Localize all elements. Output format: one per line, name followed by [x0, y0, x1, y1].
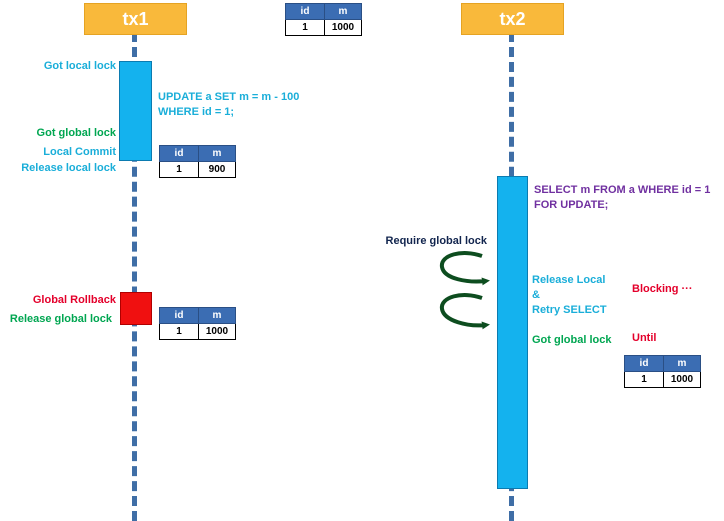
col-m: m: [663, 355, 701, 372]
table-tx2-until: id m 1 1000: [624, 355, 701, 388]
col-m: m: [198, 307, 236, 324]
tx1-update-line1: UPDATE a SET m = m - 100: [158, 91, 300, 103]
table-after-rollback: id m 1 1000: [159, 307, 236, 340]
col-m: m: [324, 3, 362, 20]
cell-m: 1000: [324, 19, 362, 36]
tx2-select-line2: FOR UPDATE;: [534, 199, 609, 211]
tx2-blocking: Blocking ···: [632, 283, 693, 295]
tx2-until: Until: [632, 332, 657, 344]
col-m: m: [198, 145, 236, 162]
tx2-got-global-lock: Got global lock: [532, 334, 612, 346]
tx2-retry-select: Retry SELECT: [532, 304, 607, 316]
cell-id: 1: [624, 371, 664, 388]
cell-m: 1000: [663, 371, 701, 388]
tx1-got-local-lock: Got local lock: [43, 60, 116, 72]
col-id: id: [285, 3, 325, 20]
tx1-got-global-lock: Got global lock: [36, 127, 116, 139]
tx2-header-label: tx2: [499, 8, 526, 29]
cell-id: 1: [159, 323, 199, 340]
table-after-commit: id m 1 900: [159, 145, 236, 178]
tx2-header: tx2: [461, 3, 564, 35]
cell-m: 900: [198, 161, 236, 178]
col-id: id: [159, 307, 199, 324]
retry-arrow-icon: [440, 293, 490, 330]
col-id: id: [159, 145, 199, 162]
cell-id: 1: [285, 19, 325, 36]
tx1-rollback-box: [120, 292, 152, 325]
tx2-activation-bar: [497, 176, 528, 489]
col-id: id: [624, 355, 664, 372]
tx1-release-local-lock: Release local lock: [21, 162, 116, 174]
tx1-update-line2: WHERE id = 1;: [158, 106, 235, 118]
tx2-select-line1: SELECT m FROM a WHERE id = 1: [534, 184, 711, 196]
retry-arrow-icon: [440, 251, 490, 286]
table-initial: id m 1 1000: [285, 3, 362, 36]
cell-m: 1000: [198, 323, 236, 340]
tx1-activation-bar: [119, 61, 152, 161]
tx1-header-label: tx1: [122, 8, 149, 29]
tx1-local-commit: Local Commit: [43, 146, 116, 158]
tx2-release-local: Release Local: [532, 274, 606, 286]
tx1-global-rollback: Global Rollback: [32, 294, 116, 306]
tx1-release-global-lock: Release global lock: [9, 313, 112, 325]
tx2-require-global-lock: Require global lock: [385, 235, 487, 247]
tx1-lifeline: [132, 32, 137, 521]
tx1-header: tx1: [84, 3, 187, 35]
tx2-ampersand: &: [532, 289, 540, 301]
cell-id: 1: [159, 161, 199, 178]
retry-arrows: [440, 251, 490, 330]
